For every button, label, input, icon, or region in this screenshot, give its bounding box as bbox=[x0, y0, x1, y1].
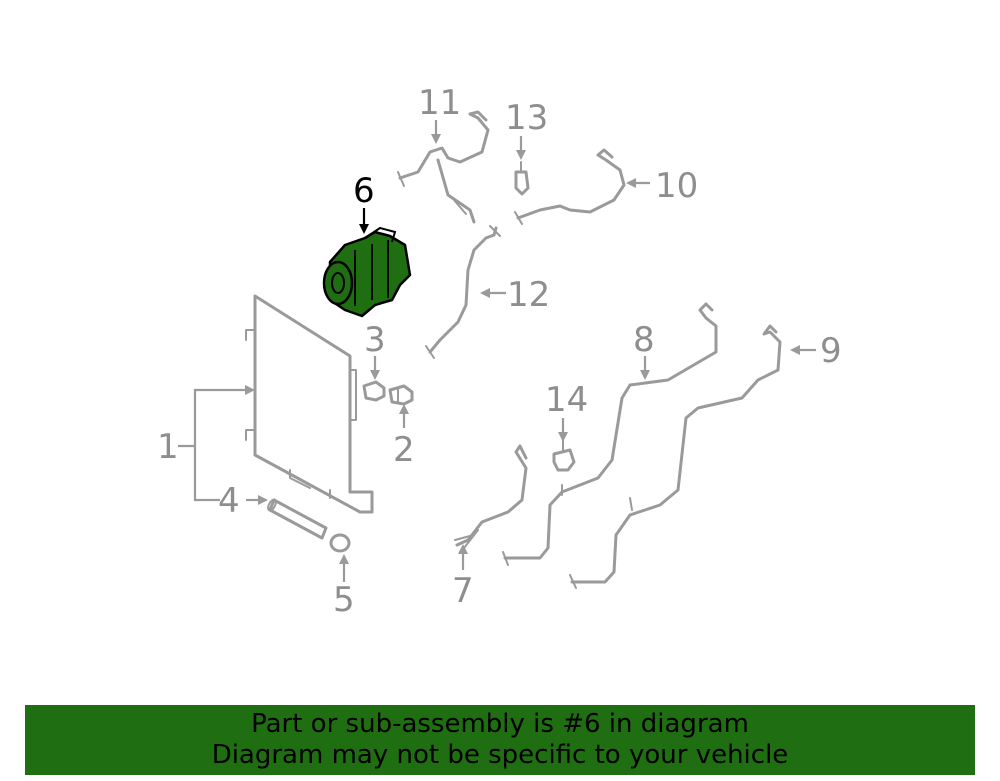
notice-banner: Part or sub-assembly is #6 in diagram Di… bbox=[25, 705, 975, 775]
callout-11[interactable]: 11 bbox=[418, 83, 461, 123]
callout-9[interactable]: 9 bbox=[820, 331, 842, 371]
callout-3[interactable]: 3 bbox=[364, 320, 386, 360]
callout-13[interactable]: 13 bbox=[505, 98, 548, 138]
callout-4[interactable]: 4 bbox=[218, 481, 240, 521]
callout-14[interactable]: 14 bbox=[545, 380, 588, 420]
callout-12[interactable]: 12 bbox=[507, 275, 550, 315]
compressor-part[interactable] bbox=[322, 226, 412, 318]
o-ring-part[interactable] bbox=[329, 533, 351, 553]
hose-7-part[interactable] bbox=[454, 444, 528, 549]
callout-7[interactable]: 7 bbox=[452, 571, 474, 611]
leader-1 bbox=[178, 385, 255, 502]
callout-2[interactable]: 2 bbox=[393, 430, 415, 470]
line-8-part[interactable] bbox=[502, 302, 718, 566]
line-10-part[interactable] bbox=[514, 148, 626, 225]
plug-part[interactable] bbox=[362, 380, 386, 402]
hose-12-part[interactable] bbox=[425, 225, 501, 359]
condenser-part[interactable] bbox=[245, 294, 374, 514]
banner-line-2: Diagram may not be specific to your vehi… bbox=[211, 740, 789, 770]
hose-11-part[interactable] bbox=[397, 110, 490, 224]
drier-part[interactable] bbox=[267, 498, 328, 540]
banner-line-1: Part or sub-assembly is #6 in diagram bbox=[251, 709, 749, 739]
fitting-part[interactable] bbox=[388, 384, 414, 406]
sensor-13-part[interactable] bbox=[514, 161, 530, 196]
callout-5[interactable]: 5 bbox=[333, 580, 355, 620]
callout-8[interactable]: 8 bbox=[633, 320, 655, 360]
callout-1[interactable]: 1 bbox=[157, 427, 179, 467]
parts-diagram: 1 2 3 4 5 6 7 bbox=[157, 83, 842, 620]
callout-10[interactable]: 10 bbox=[655, 166, 698, 206]
switch-14-part[interactable] bbox=[552, 439, 576, 472]
line-9-part[interactable] bbox=[569, 324, 782, 589]
callout-6[interactable]: 6 bbox=[353, 171, 375, 211]
